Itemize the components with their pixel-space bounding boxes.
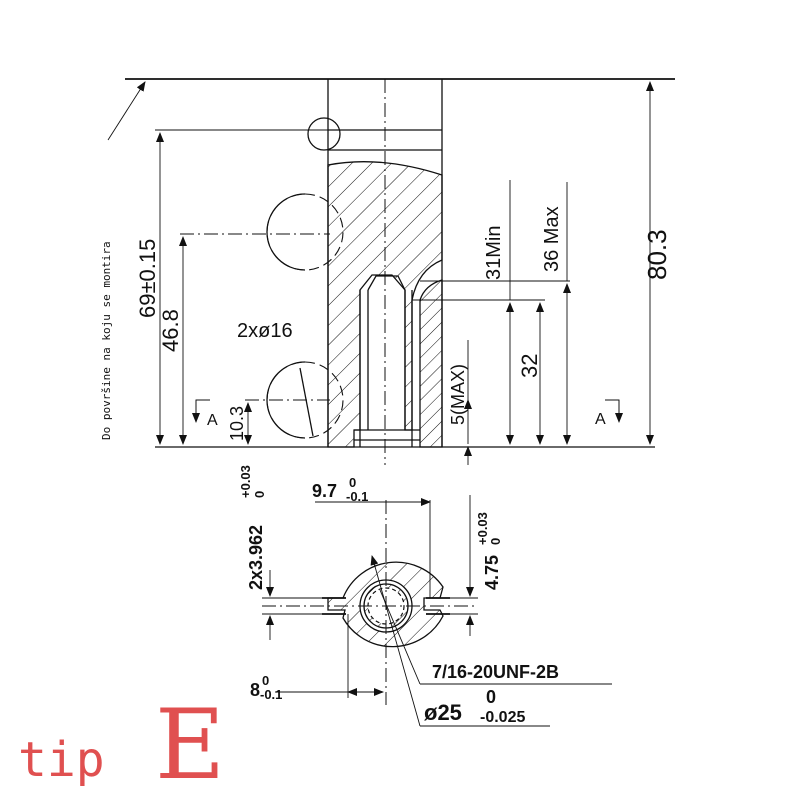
dim-475-upper: +0.03 [475,512,490,545]
thread-leader [379,589,421,685]
dim-80-label: 80.3 [642,229,672,280]
dim-3962-lower: 0 [252,491,267,498]
bore-tip [367,275,406,291]
thread-label: 7/16-20UNF-2B [432,662,559,682]
dia-leader [370,555,421,727]
lower-hole-solid [266,361,306,439]
dim-10-label: 10.3 [227,406,247,441]
brand-mark: tip E [18,689,225,800]
section-a-right-marker [605,399,620,420]
dim-32-label: 32 [517,354,542,378]
dim-9-7-lower: -0.1 [346,489,368,504]
dim-3962-label: 2x3.962 [246,525,266,590]
dim-69-label: 69±0.15 [135,239,160,318]
top-view: 80.3 69±0.15 46.8 10.3 31Min 36 Max 32 5… [100,78,675,465]
dim-46-label: 46.8 [158,309,183,352]
section-a-right-label: A [595,411,606,428]
section-view: 9.7 0 -0.1 2x3.962 +0.03 0 4.75 +0.03 0 … [238,465,612,727]
dim-9-7-upper: 0 [349,475,356,490]
dim-36-label: 36 Max [541,206,563,272]
section-a-left-label: A [207,412,218,429]
brand-letter: E [155,689,225,800]
dim-8-upper: 0 [262,673,269,688]
holes-label: 2xø16 [237,320,293,342]
dim-9-7-label: 9.7 [312,481,337,501]
brand-prefix: tip [18,732,105,788]
detail-circle [307,117,341,151]
surface-leader [107,81,146,141]
dim-475-lower: 0 [488,538,503,545]
hatched-section-left [327,161,443,448]
dia-25-label: ø25 [424,700,462,725]
upper-hole-solid [266,193,306,271]
dim-8-lower: -0.1 [260,687,282,702]
surface-note: Do površine na koju se montira [100,241,113,440]
hatched-section-right [419,279,443,448]
dim-475-label: 4.75 [482,555,502,590]
dia-25-lower: -0.025 [480,709,525,726]
dim-31-label: 31Min [483,226,505,280]
dim-8-label: 8 [250,680,260,700]
lower-hole-axis [299,367,314,437]
dim-5-label: 5(MAX) [448,364,468,425]
dia-25-upper: 0 [486,687,496,707]
dim-3962-upper: +0.03 [238,465,253,498]
